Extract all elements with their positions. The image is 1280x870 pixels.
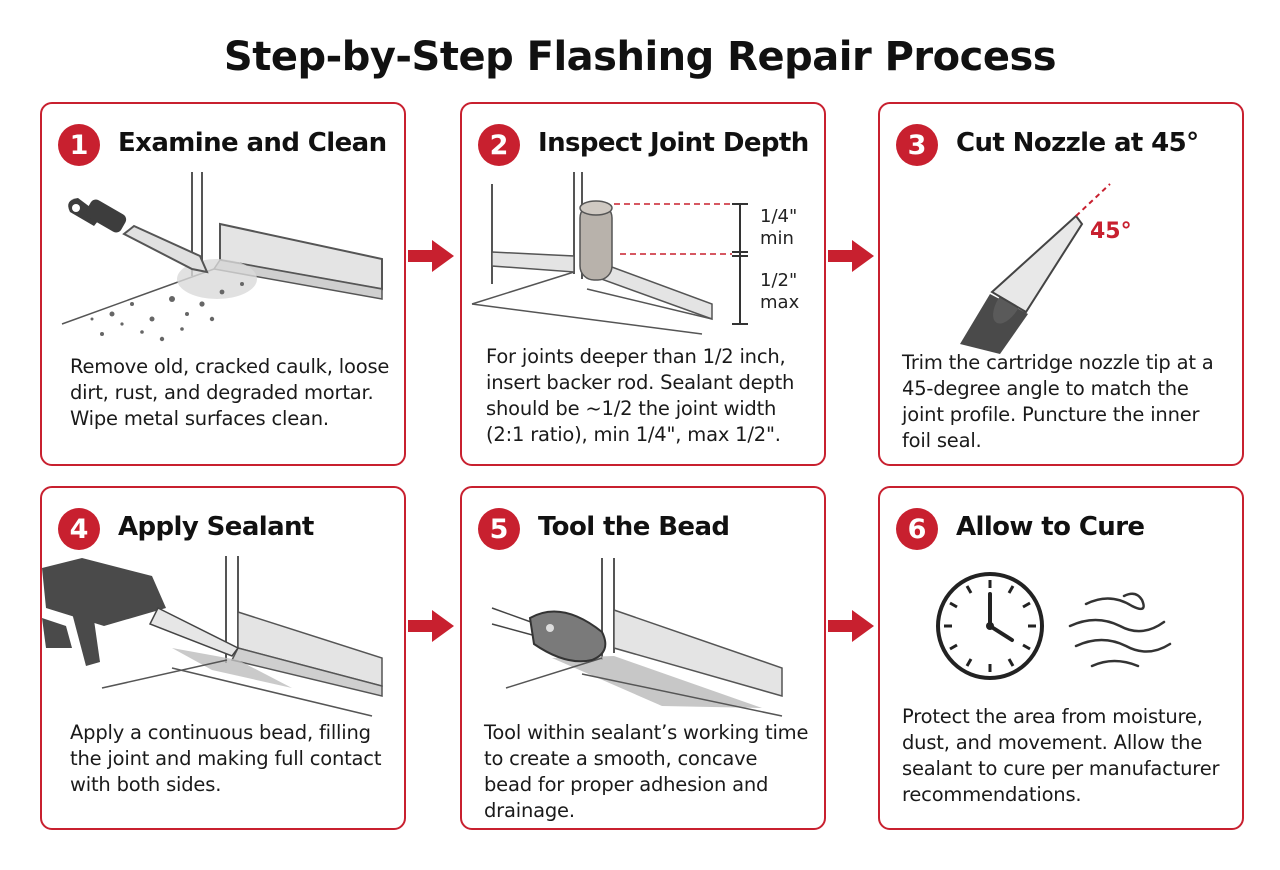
arrow-right-icon <box>408 240 454 272</box>
dimension-max-value: 1/2" <box>760 270 797 291</box>
step-description: Protect the area from moisture, dust, an… <box>902 705 1220 806</box>
step-description: Tool within sealant’s working time to cr… <box>484 721 809 822</box>
dimension-min-value: 1/4" <box>760 206 797 227</box>
step-number-badge: 6 <box>896 508 938 550</box>
arrow-right-icon <box>828 240 874 272</box>
step-description: Apply a continuous bead, filling the joi… <box>70 721 382 796</box>
step-card-4: 4 Apply Sealant Apply a continuous bead,… <box>40 486 406 830</box>
page-title: Step-by-Step Flashing Repair Process <box>223 34 1057 80</box>
step-card-3: 3 Cut Nozzle at 45° 45° Trim the cartrid… <box>878 102 1244 466</box>
backer-rod-icon: 1/4" min 1/2" max <box>471 172 800 335</box>
step-number-badge: 4 <box>58 508 100 550</box>
step-title: Allow to Cure <box>956 512 1145 542</box>
step-title: Inspect Joint Depth <box>538 128 809 158</box>
nozzle-icon: 45° <box>960 183 1132 354</box>
step-number-badge: 5 <box>478 508 520 550</box>
step-description: For joints deeper than 1/2 inch, insert … <box>486 345 795 446</box>
step-card-5: 5 Tool the Bead Tool within sealant’s wo… <box>460 486 826 830</box>
step-description: Remove old, cracked caulk, loose dirt, r… <box>70 355 390 430</box>
step-card-6: 6 Allow to Cure Protect the area from mo… <box>878 486 1244 830</box>
step-number-badge: 3 <box>896 124 938 166</box>
step-title: Apply Sealant <box>118 512 314 542</box>
arrow-right-icon <box>828 610 874 642</box>
step-number-badge: 2 <box>478 124 520 166</box>
step-title: Tool the Bead <box>538 512 730 542</box>
scraper-icon <box>61 172 383 342</box>
arrow-right-icon <box>408 610 454 642</box>
tooling-spatula-icon <box>491 558 783 717</box>
angle-label: 45° <box>1090 219 1132 244</box>
step-title: Cut Nozzle at 45° <box>956 128 1199 158</box>
clock-icon <box>936 572 1172 680</box>
step-title: Examine and Clean <box>118 128 387 158</box>
step-number-badge: 1 <box>58 124 100 166</box>
caulk-gun-icon <box>42 556 383 717</box>
dimension-min-label: min <box>760 228 794 249</box>
step-card-2: 2 Inspect Joint Depth 1/4" min 1/2" max … <box>460 102 826 466</box>
step-card-1: 1 Examine and Clean Remove old, cracked … <box>40 102 406 466</box>
dimension-max-label: max <box>760 292 800 313</box>
step-description: Trim the cartridge nozzle tip at a 45-de… <box>902 351 1214 452</box>
